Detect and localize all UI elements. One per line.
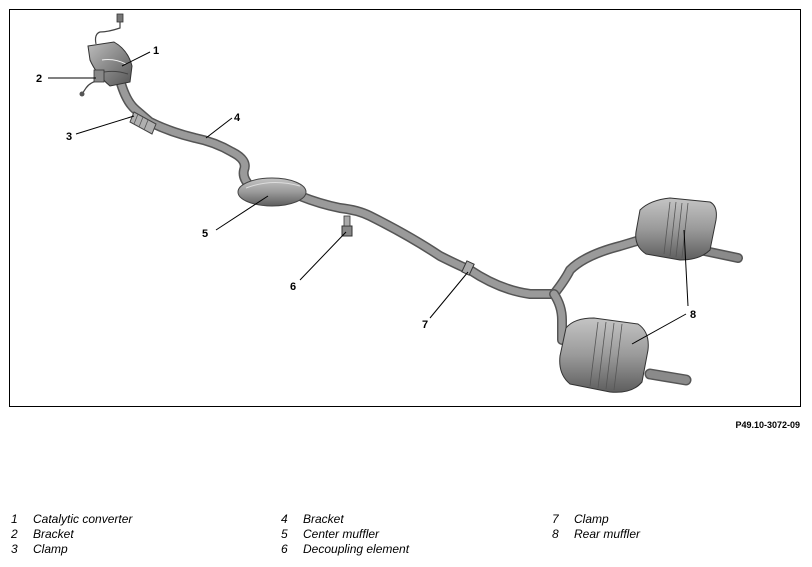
- legend-item: 2 Bracket: [11, 527, 132, 542]
- legend-label: Clamp: [574, 512, 609, 526]
- legend-item: 5 Center muffler: [281, 527, 409, 542]
- leader-1: [121, 51, 151, 67]
- callout-7: 7: [422, 319, 428, 331]
- rear-muffler-lower: [559, 317, 649, 393]
- leader-8b: [631, 313, 687, 345]
- callout-3: 3: [66, 131, 72, 143]
- exhaust-system-figure: 1 2 3 4 5 6 7 8 8: [9, 9, 801, 407]
- rear-muffler-upper: [635, 197, 717, 261]
- leader-4: [205, 117, 233, 139]
- callout-4: 4: [234, 112, 241, 124]
- legend-number: 2: [11, 527, 18, 541]
- legend-label: Bracket: [33, 527, 74, 541]
- callout-6: 6: [290, 281, 296, 293]
- bracket-2: [93, 69, 105, 83]
- legend-item: 7 Clamp: [552, 512, 640, 527]
- legend-column-3: 7 Clamp 8 Rear muffler: [552, 512, 640, 542]
- clamp-7: [461, 260, 475, 276]
- callout-5: 5: [202, 228, 208, 240]
- leader-7: [429, 271, 469, 319]
- legend-item: 4 Bracket: [281, 512, 409, 527]
- legend-item: 6 Decoupling element: [281, 542, 409, 557]
- leader-3: [75, 115, 135, 135]
- callout-8: 8: [690, 309, 696, 321]
- decoupling-element: [341, 215, 353, 237]
- sensor-plug-lower: [79, 91, 85, 97]
- legend-item: 3 Clamp: [11, 542, 132, 557]
- legend-number: 5: [281, 527, 288, 541]
- legend-label: Rear muffler: [574, 527, 641, 541]
- leader-8a: [683, 229, 689, 307]
- sensor-plug: [116, 13, 124, 23]
- figure-code: P49.10-3072-09: [735, 420, 800, 430]
- legend-label: Bracket: [303, 512, 344, 526]
- legend-item: 1 Catalytic converter: [11, 512, 132, 527]
- legend-number: 8: [552, 527, 559, 541]
- catalytic-converter: [87, 41, 133, 87]
- legend-number: 4: [281, 512, 288, 526]
- callout-1: 1: [153, 45, 159, 57]
- legend-number: 1: [11, 512, 18, 526]
- exhaust-illustration: 1 2 3 4 5 6 7 8 8: [36, 13, 743, 393]
- leader-5: [215, 195, 269, 231]
- legend-label: Decoupling element: [303, 542, 410, 556]
- center-muffler: [237, 177, 307, 207]
- legend-label: Clamp: [33, 542, 68, 556]
- legend-column-1: 1 Catalytic converter 2 Bracket 3 Clamp: [11, 512, 132, 557]
- legend-label: Catalytic converter: [33, 512, 133, 526]
- legend-number: 3: [11, 542, 18, 556]
- callout-leaders: [48, 51, 689, 345]
- callout-2: 2: [36, 73, 42, 85]
- legend-column-2: 4 Bracket 5 Center muffler 6 Decoupling ele…: [281, 512, 409, 557]
- leader-6: [299, 231, 347, 281]
- flex-section-clamp: [129, 111, 157, 135]
- oxygen-sensor-wire: [94, 18, 121, 45]
- legend-label: Center muffler: [303, 527, 380, 541]
- legend-number: 7: [552, 512, 559, 526]
- legend-number: 6: [281, 542, 288, 556]
- legend-item: 8 Rear muffler: [552, 527, 640, 542]
